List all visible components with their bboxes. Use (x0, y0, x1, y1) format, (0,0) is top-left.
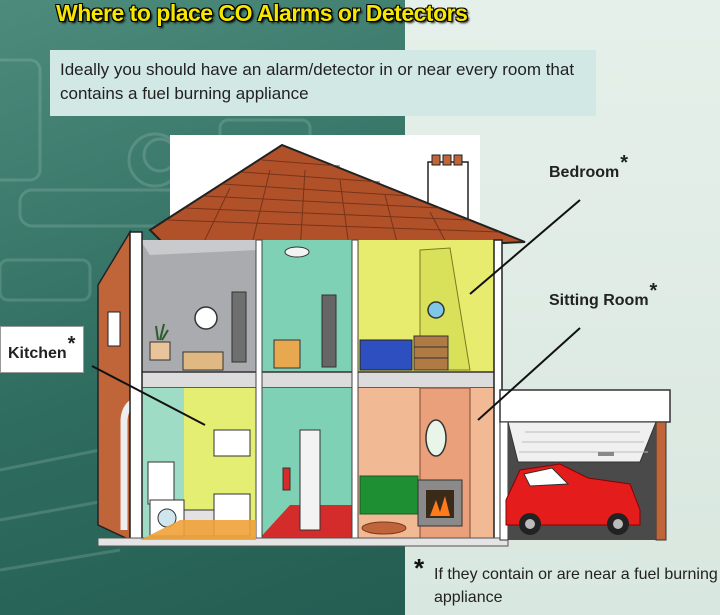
kitchen-label-text: Kitchen (8, 345, 67, 362)
page-title: Where to place CO Alarms or Detectors (56, 0, 468, 26)
garage (499, 389, 671, 541)
boiler (147, 461, 175, 505)
intro-box: Ideally you should have an alarm/detecto… (50, 50, 596, 116)
side-window (107, 311, 121, 347)
hall-door (299, 429, 321, 531)
intro-text: Ideally you should have an alarm/detecto… (60, 60, 575, 103)
bedroom-pointer-line (469, 199, 581, 295)
sitting-room-label: Sitting Room* (549, 280, 657, 311)
fire-extinguisher (282, 467, 291, 491)
sitting-room-pointer-line (477, 327, 581, 421)
kitchen-label: Kitchen* (0, 326, 85, 373)
first-floor-slab (139, 371, 497, 389)
round-window-bedroom (427, 301, 445, 319)
sofa (359, 475, 419, 515)
round-window-upper (194, 306, 218, 330)
bedroom-label-text: Bedroom (549, 164, 620, 181)
bedroom-asterisk: * (620, 152, 629, 174)
sitting-room-asterisk: * (649, 280, 658, 302)
ground (97, 537, 509, 547)
oval-mirror (425, 419, 447, 457)
footnote-asterisk: * (414, 553, 425, 583)
bedroom-label: Bedroom* (549, 152, 628, 183)
kitchen-pointer-line (91, 365, 206, 426)
upper-middle-room (258, 240, 356, 372)
sitting-room-label-text: Sitting Room (549, 292, 649, 309)
bed (359, 339, 413, 371)
footnote-text: If they contain or are near a fuel burni… (434, 566, 718, 606)
kitchen-asterisk: * (67, 333, 76, 355)
